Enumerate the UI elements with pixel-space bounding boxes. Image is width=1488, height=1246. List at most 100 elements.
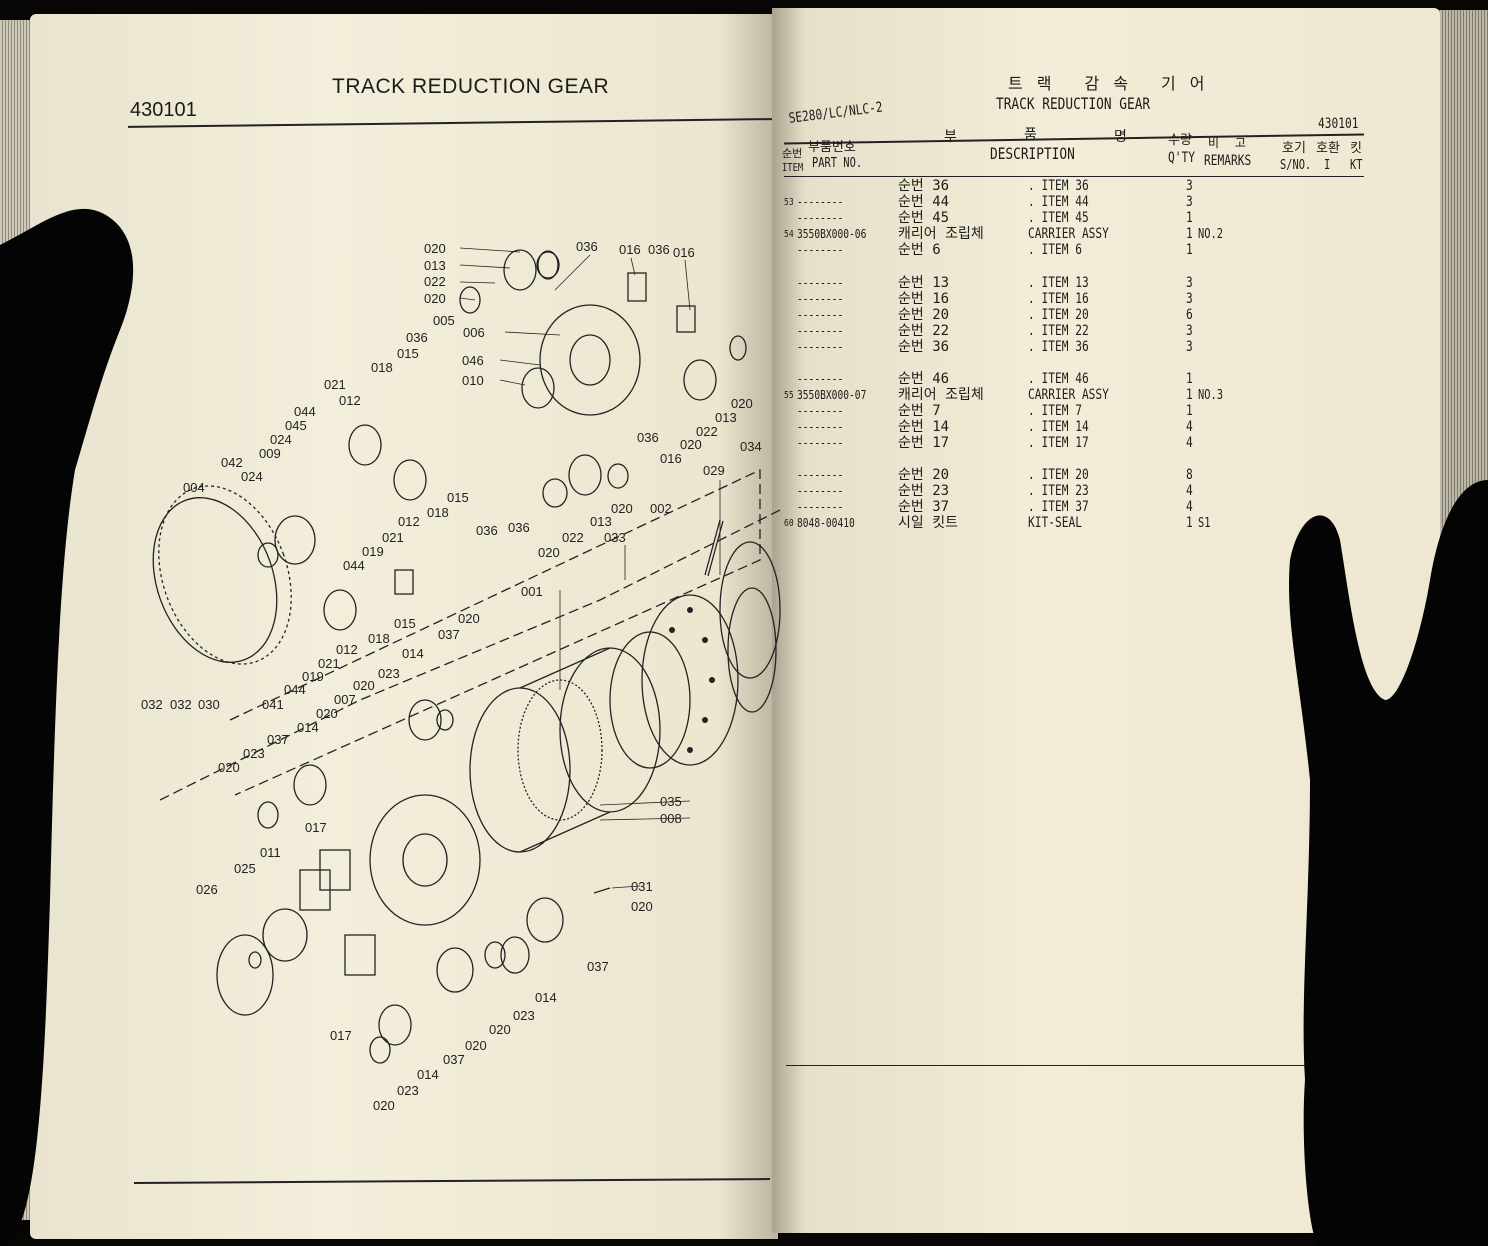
quantity: 3 [1186,178,1193,194]
header-remarks: REMARKS [1204,153,1252,169]
description: CARRIER ASSY [1028,387,1109,403]
callout-label: 020 [680,437,702,452]
callout-label: 036 [508,520,530,535]
description: . ITEM 37 [1028,499,1089,515]
callout-label: 019 [362,544,384,559]
assembly-boundary-upper [229,468,761,796]
part-number: -------- [797,340,844,354]
quantity: 1 [1186,242,1193,258]
korean-description: 순번 37 [898,499,950,515]
callout-label: 018 [371,360,393,375]
callout-label: 044 [343,558,365,573]
korean-description: 순번 20 [898,307,950,323]
callout-label: 004 [183,480,205,495]
callout-label: 024 [241,469,263,484]
callout-label: 015 [394,616,416,631]
korean-description: 시일 킷트 [898,515,958,531]
part-number: -------- [797,195,844,209]
callout-label: 020 [373,1098,395,1113]
quantity: 1 [1186,515,1193,531]
callout-label: 020 [631,899,653,914]
description: . ITEM 13 [1028,275,1089,291]
callout-label: 012 [336,642,358,657]
callout-label: 010 [462,373,484,388]
description: . ITEM 20 [1028,307,1089,323]
item-number: 60 [784,518,794,529]
remarks: NO.2 [1198,227,1224,242]
callout-label: 019 [302,669,324,684]
korean-description: 순번 13 [898,275,950,291]
quantity: 6 [1186,307,1193,323]
header-sno-kr: 호기 [1282,141,1306,156]
callout-label: 016 [660,451,682,466]
callout-label: 020 [611,501,633,516]
callout-label: 014 [402,646,424,661]
gears [262,249,717,1046]
part-number: -------- [797,308,844,322]
callout-label: 044 [284,682,306,697]
description: . ITEM 36 [1028,178,1089,194]
table-row: -------- 순번 6 . ITEM 6 1 [0,243,1400,258]
table-row: -------- 순번 16 . ITEM 16 3 [0,292,1400,307]
right-hand [1289,480,1488,1246]
table-bottom-rule [786,1065,1308,1066]
part-number: -------- [797,484,844,498]
callout-label: 020 [353,678,375,693]
callout-label: 037 [587,959,609,974]
description: . ITEM 7 [1028,403,1082,419]
part-number: -------- [797,500,844,514]
korean-description: 순번 16 [898,291,950,307]
item-number: 55 [784,390,794,401]
header-description: DESCRIPTION [990,144,1075,163]
korean-description: 순번 6 [898,242,941,258]
callout-label: 022 [562,530,584,545]
callout-label: 020 [538,545,560,560]
callout-label: 022 [424,274,446,289]
part-number: -------- [797,243,844,257]
right-title-korean: 트랙 감속 기어 [1008,74,1219,93]
callout-label: 023 [513,1008,535,1023]
part-number: -------- [797,324,844,338]
hub-bolt-holes [669,607,715,753]
quantity: 4 [1186,435,1193,451]
quantity: 4 [1186,499,1193,515]
callout-label: 007 [334,692,356,707]
part-number: -------- [797,211,844,225]
part-number: -------- [797,468,844,482]
quantity: 3 [1186,291,1193,307]
callout-label: 001 [521,584,543,599]
callout-label: 014 [297,720,319,735]
description: . ITEM 6 [1028,242,1082,258]
part-number: -------- [797,292,844,306]
washers-and-seals [216,251,781,1064]
description: . ITEM 23 [1028,483,1089,499]
callout-label: 020 [424,291,446,306]
callout-label: 032 [141,697,163,712]
description: . ITEM 16 [1028,291,1089,307]
description: . ITEM 20 [1028,467,1089,483]
callout-label: 037 [267,732,289,747]
callout-label: 033 [604,530,626,545]
callout-label: 023 [243,746,265,761]
quantity: 4 [1186,419,1193,435]
callout-label: 008 [660,811,682,826]
korean-description: 순번 20 [898,467,950,483]
callout-label: 016 [673,245,695,260]
callout-label: 036 [476,523,498,538]
callout-label: 015 [447,490,469,505]
description: CARRIER ASSY [1028,226,1109,242]
planetary-carrier-lower [369,794,481,926]
callout-label: 014 [417,1067,439,1082]
part-number: -------- [797,420,844,434]
header-kit: KT [1350,158,1363,173]
